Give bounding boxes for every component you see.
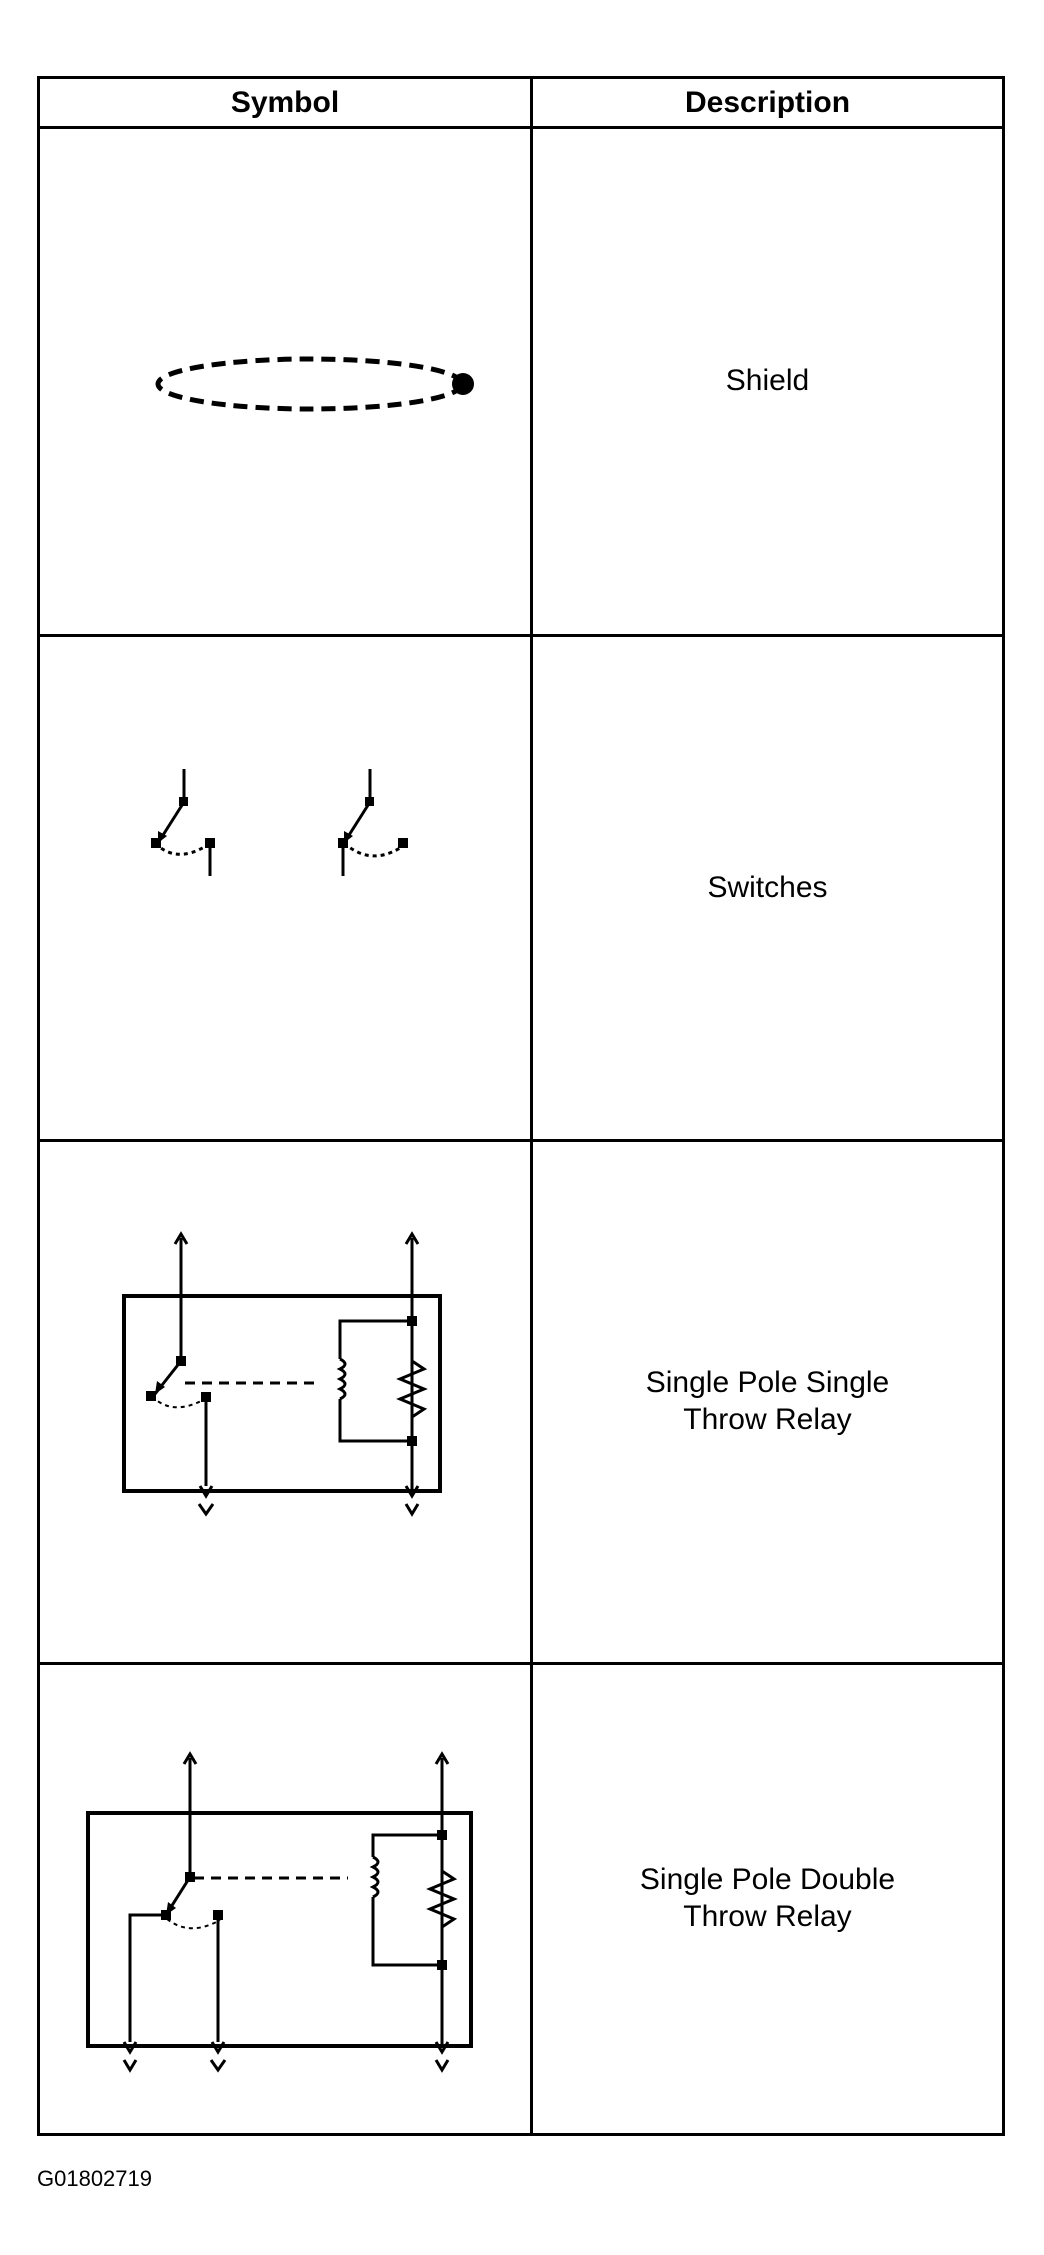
figure-code: G01802719 [37,2166,152,2191]
description-text: Switches [707,870,828,904]
header-symbol: Symbol [230,85,340,119]
description-text: Single Pole Double Throw Relay [639,1863,896,1933]
symbol-cell [40,129,530,634]
description-text: Single Pole Single Throw Relay [645,1366,890,1436]
header-symbol-cell: Symbol [40,79,530,126]
table-row-spdt-relay: Single Pole Double Throw Relay [40,1665,1002,2133]
spst-relay-symbol-icon [122,1230,442,1517]
table-row-spst-relay: Single Pole Single Throw Relay [40,1142,1002,1665]
spdt-relay-symbol-icon [86,1751,473,2073]
shield-symbol-icon [155,356,474,411]
description-text: Shield [725,364,810,398]
header-description: Description [684,85,851,119]
header-description-cell: Description [530,79,1002,126]
table-row-switches: Switches [40,637,1002,1142]
symbol-cell [40,1665,530,2133]
description-cell: Shield [530,129,1002,634]
symbol-cell [40,1142,530,1662]
description-cell: Single Pole Single Throw Relay [530,1142,1002,1662]
table-header-row: Symbol Description [40,79,1002,129]
switches-symbol-icon [151,768,408,876]
symbol-cell [40,637,530,1139]
table-row-shield: Shield [40,129,1002,637]
description-cell: Switches [530,637,1002,1139]
symbol-table: Symbol Description Shield [37,76,1005,2136]
description-cell: Single Pole Double Throw Relay [530,1665,1002,2133]
